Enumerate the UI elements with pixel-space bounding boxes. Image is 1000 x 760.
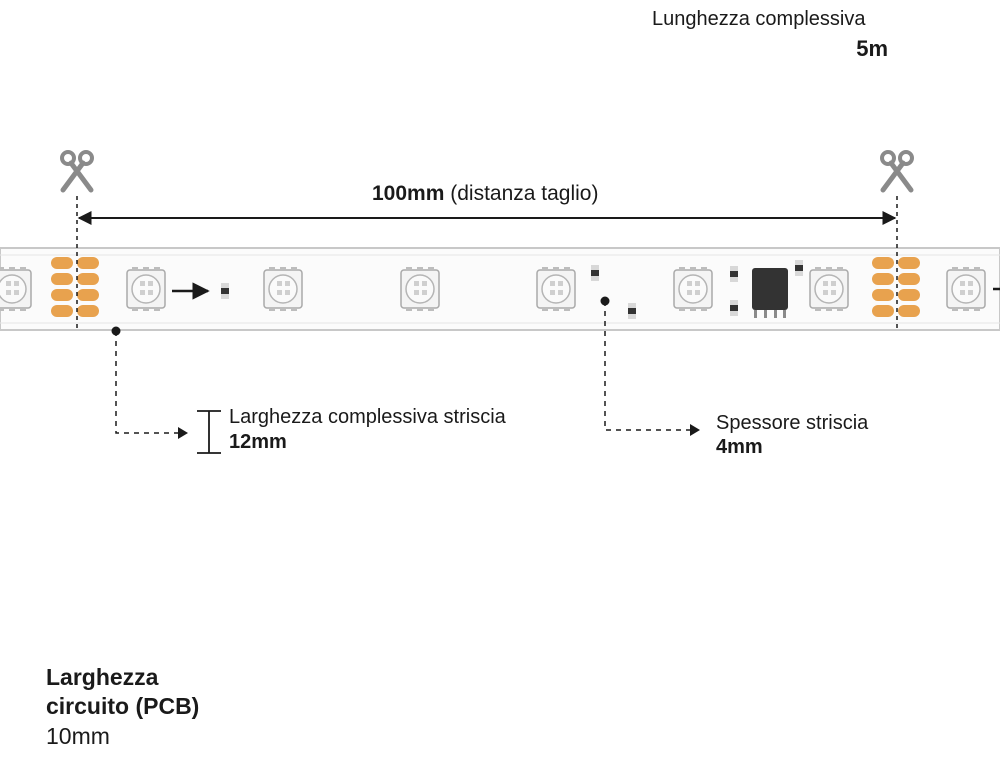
led-chip	[809, 266, 849, 312]
resistor	[591, 265, 599, 281]
scissors-icon	[62, 152, 92, 190]
scissors-icon	[882, 152, 912, 190]
led-chip	[946, 266, 986, 312]
led-chip	[126, 266, 166, 312]
width-bracket-icon	[197, 410, 221, 454]
strip-thickness-label: Spessore striscia	[716, 412, 869, 434]
resistor	[795, 260, 803, 276]
pcb-width-label-line2: circuito (PCB)	[46, 693, 200, 719]
cut-distance-note: (distanza taglio)	[450, 182, 599, 205]
strip-width-value: 12mm	[229, 431, 287, 453]
strip-width-leader	[115, 331, 184, 434]
resistor	[730, 300, 738, 316]
led-chip	[0, 266, 32, 312]
cut-distance-label: 100mm (distanza taglio)	[372, 182, 598, 206]
led-chip	[263, 266, 303, 312]
resistor	[221, 283, 229, 299]
strip-width-label: Larghezza complessiva striscia	[229, 406, 506, 428]
led-chip	[536, 266, 576, 312]
strip-thickness-value: 4mm	[716, 436, 763, 458]
resistor	[628, 303, 636, 319]
total-length-value: 5m	[856, 36, 888, 61]
led-chip	[673, 266, 713, 312]
pcb-width-label-line1: Larghezza	[46, 664, 159, 690]
ic-chip	[752, 268, 788, 318]
resistor	[730, 266, 738, 282]
total-length-label: Lunghezza complessiva	[652, 8, 866, 30]
strip-thickness-leader	[604, 301, 694, 431]
led-chip	[400, 266, 440, 312]
pcb-width-value: 10mm	[46, 723, 110, 749]
cut-distance-value: 100mm	[372, 182, 445, 205]
